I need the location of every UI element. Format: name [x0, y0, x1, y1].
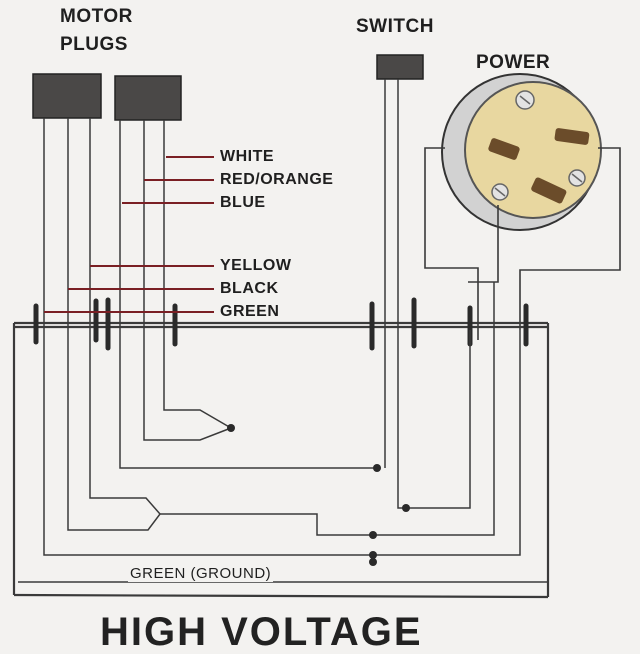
legend-green: GREEN: [220, 303, 280, 320]
power-outlet: [441, 73, 602, 231]
switch-body: [376, 54, 424, 80]
legend-leaders: [44, 156, 214, 313]
outlet-leads: [424, 147, 621, 340]
wiring-diagram: MOTOR PLUGS SWITCH POWER WHITE RED/ORANG…: [12, 6, 621, 652]
legend-blue: BLUE: [220, 194, 266, 211]
switch-title: SWITCH: [356, 16, 434, 37]
footer-title: HIGH VOLTAGE: [100, 610, 423, 654]
enclosure: [12, 321, 550, 599]
legend-yellow: YELLOW: [220, 257, 292, 274]
junction-dots: [227, 424, 410, 566]
motor-plugs-title-line1: MOTOR: [60, 6, 133, 27]
power-title: POWER: [476, 52, 551, 73]
bushings: [33, 297, 529, 351]
legend-white: WHITE: [220, 148, 275, 165]
diagram-canvas: [12, 54, 621, 599]
motor-plug-left: [32, 73, 102, 119]
legend-red-orange: RED/ORANGE: [220, 171, 334, 188]
motor-plugs-title-line2: PLUGS: [60, 34, 128, 55]
motor-plug-right: [114, 75, 182, 121]
legend-black: BLACK: [220, 280, 279, 297]
ground-label: GREEN (GROUND): [128, 565, 274, 582]
motor-wires: [18, 79, 548, 583]
